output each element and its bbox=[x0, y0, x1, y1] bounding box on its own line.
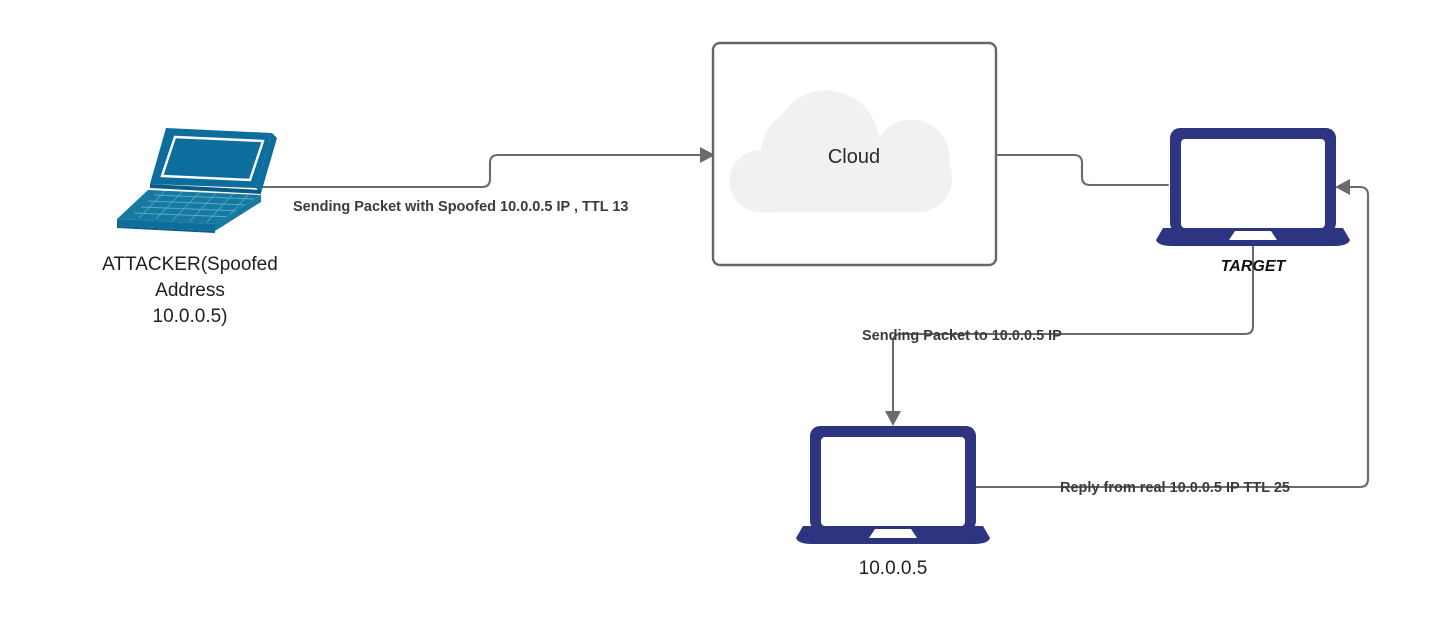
edge-target-to-victim: Sending Packet to 10.0.0.5 IP bbox=[862, 241, 1255, 426]
connector-line-cloud-target bbox=[994, 153, 1170, 187]
attacker-label-line-1: ATTACKER(Spoofed bbox=[102, 254, 278, 275]
attacker-label-line-2: Address bbox=[155, 280, 225, 301]
connector-line-victim-target bbox=[970, 185, 1370, 489]
attacker-label-line-3: 10.0.0.5) bbox=[153, 306, 228, 327]
node-attacker[interactable]: ATTACKER(Spoofed Address 10.0.0.5) bbox=[102, 128, 278, 327]
laptop-front-icon-victim bbox=[796, 426, 990, 544]
edge-victim-to-target: Reply from real 10.0.0.5 IP TTL 25 bbox=[970, 179, 1370, 496]
arrowhead-into-victim bbox=[885, 411, 901, 426]
arrowhead-into-target bbox=[1335, 179, 1350, 195]
laptop-front-icon-target bbox=[1156, 128, 1350, 246]
edge-label-victim-to-target: Reply from real 10.0.0.5 IP TTL 25 bbox=[1060, 480, 1290, 496]
connector-line-target-victim bbox=[891, 241, 1255, 413]
node-cloud[interactable]: Cloud bbox=[711, 41, 998, 267]
victim-label: 10.0.0.5 bbox=[859, 558, 928, 579]
cloud-icon bbox=[729, 90, 953, 213]
node-target[interactable]: TARGET bbox=[1156, 128, 1350, 275]
edge-cloud-to-target bbox=[994, 153, 1170, 187]
edge-label-target-to-victim: Sending Packet to 10.0.0.5 IP bbox=[862, 328, 1062, 344]
laptop-isometric-icon bbox=[117, 128, 277, 233]
connector-line-attacker-cloud bbox=[260, 153, 702, 189]
edge-attacker-to-cloud: Sending Packet with Spoofed 10.0.0.5 IP … bbox=[260, 147, 715, 215]
target-label: TARGET bbox=[1221, 258, 1287, 275]
arrowhead-into-cloud bbox=[700, 147, 715, 163]
cloud-label: Cloud bbox=[828, 146, 880, 168]
node-victim[interactable]: 10.0.0.5 bbox=[796, 426, 990, 579]
edge-label-attacker-to-cloud: Sending Packet with Spoofed 10.0.0.5 IP … bbox=[293, 199, 628, 215]
